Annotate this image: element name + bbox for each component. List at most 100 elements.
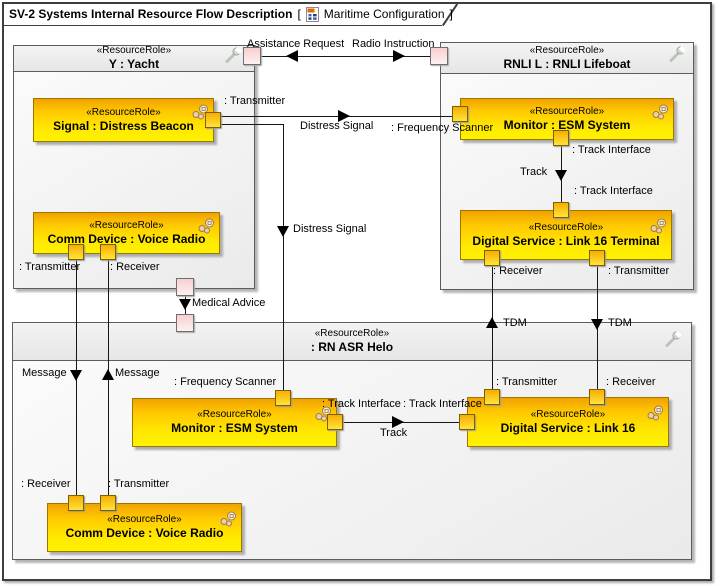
label-message-down[interactable]: Message	[22, 367, 67, 379]
port-yacht-boundary-assistance[interactable]	[243, 47, 261, 65]
title-open-bracket: [	[297, 7, 301, 21]
arrow-medical-advice	[179, 299, 191, 310]
helo-stereotype: «ResourceRole»	[314, 328, 390, 339]
label-port-terminal-track-interface[interactable]: : Track Interface	[574, 185, 653, 197]
label-medical-advice[interactable]: Medical Advice	[192, 297, 266, 309]
diagram-title: SV-2 Systems Internal Resource Flow Desc…	[9, 7, 293, 21]
label-radio-instruction[interactable]: Radio Instruction	[352, 38, 435, 50]
arrow-distress-signal	[338, 110, 350, 122]
port-helo-boundary-medical[interactable]	[176, 314, 194, 332]
label-port-helo-frequency-scanner[interactable]: : Frequency Scanner	[174, 376, 277, 388]
block-name: Signal : Distress Beacon	[53, 118, 194, 133]
block-yacht-voice-radio[interactable]: «ResourceRole» Comm Device : Voice Radio	[33, 212, 220, 254]
arrow-tdm-up	[486, 317, 498, 328]
diagram-context: Maritime Configuration	[323, 7, 445, 21]
connector-distress-signal-lifeboat[interactable]	[221, 116, 452, 117]
label-track-helo[interactable]: Track	[380, 427, 408, 439]
role-icon	[647, 405, 663, 421]
port-helo-esm-frequency-scanner[interactable]	[275, 390, 291, 406]
port-helo-radio-transmitter[interactable]	[100, 495, 116, 511]
block-stereotype: «ResourceRole»	[530, 408, 606, 420]
label-port-yacht-radio-receiver[interactable]: : Receiver	[110, 261, 160, 273]
label-port-lbesm-track-interface[interactable]: : Track Interface	[572, 144, 651, 156]
role-icon	[192, 104, 208, 120]
label-tdm-up[interactable]: TDM	[503, 317, 527, 329]
block-name: Monitor : ESM System	[171, 421, 298, 435]
label-distress-signal[interactable]: Distress Signal	[300, 120, 374, 132]
port-helo-esm-track-interface[interactable]	[327, 414, 343, 430]
diagram-type-icon	[305, 6, 319, 22]
port-terminal-receiver[interactable]	[484, 250, 500, 266]
title-close-bracket: ]	[449, 7, 453, 21]
block-name: Digital Service : Link 16	[500, 420, 636, 435]
arrow-message-up	[102, 369, 114, 380]
port-lifeboat-esm-frequency-scanner[interactable]	[452, 106, 468, 122]
block-stereotype: «ResourceRole»	[86, 106, 161, 118]
arrow-message-down	[70, 370, 82, 381]
label-distress-signal-helo[interactable]: Distress Signal	[293, 223, 367, 235]
block-helo-esm[interactable]: «ResourceRole» Monitor : ESM System	[132, 398, 337, 447]
wrench-icon	[669, 46, 686, 62]
port-terminal-transmitter[interactable]	[589, 250, 605, 266]
port-lifeboat-esm-track-interface[interactable]	[553, 130, 569, 146]
wrench-icon	[225, 47, 242, 63]
connector-assistance-radio[interactable]	[261, 56, 430, 57]
label-message-up[interactable]: Message	[115, 367, 160, 379]
lifeboat-stereotype: «ResourceRole»	[529, 44, 605, 56]
block-name: Monitor : ESM System	[503, 117, 631, 132]
role-icon	[220, 511, 236, 527]
block-distress-beacon[interactable]: «ResourceRole» Signal : Distress Beacon	[33, 98, 214, 142]
block-helo-voice-radio[interactable]: «ResourceRole» Comm Device : Voice Radio	[47, 503, 242, 552]
arrow-track-lifeboat	[555, 170, 567, 181]
arrow-assistance-request	[286, 50, 298, 62]
label-port-yacht-radio-transmitter[interactable]: : Transmitter	[19, 261, 81, 273]
label-port-helo-link16-transmitter[interactable]: : Transmitter	[496, 376, 558, 388]
block-name: Comm Device : Voice Radio	[47, 231, 206, 246]
port-helo-radio-receiver[interactable]	[68, 495, 84, 511]
port-terminal-track-interface[interactable]	[553, 202, 569, 218]
label-port-helo-radio-transmitter[interactable]: : Transmitter	[108, 478, 170, 490]
label-port-terminal-transmitter[interactable]: : Transmitter	[608, 265, 670, 277]
label-port-helo-esm-track-interface[interactable]: : Track Interface	[322, 398, 401, 410]
port-lifeboat-boundary-assistance[interactable]	[430, 47, 448, 65]
arrow-distress-signal-helo	[277, 226, 289, 237]
arrow-track-helo	[392, 416, 404, 428]
label-tdm-down[interactable]: TDM	[608, 317, 632, 329]
port-helo-link16-receiver[interactable]	[589, 389, 605, 405]
arrow-radio-instruction	[393, 50, 405, 62]
port-yacht-boundary-medical[interactable]	[176, 278, 194, 296]
yacht-name: Y : Yacht	[108, 57, 160, 71]
helo-name: : RN ASR Helo	[310, 340, 394, 354]
title-tab-border	[4, 25, 442, 26]
label-port-helo-radio-receiver[interactable]: : Receiver	[21, 478, 71, 490]
wrench-icon	[665, 331, 682, 347]
port-beacon-transmitter[interactable]	[205, 112, 221, 128]
diagram-title-tab[interactable]: SV-2 Systems Internal Resource Flow Desc…	[9, 6, 453, 22]
port-yacht-radio-transmitter[interactable]	[68, 244, 84, 260]
label-assistance-request[interactable]: Assistance Request	[247, 38, 345, 50]
port-helo-link16-transmitter[interactable]	[484, 389, 500, 405]
block-stereotype: «ResourceRole»	[89, 219, 164, 231]
block-helo-link16[interactable]: «ResourceRole» Digital Service : Link 16	[467, 397, 669, 447]
role-icon	[315, 406, 331, 422]
label-port-beacon-transmitter[interactable]: : Transmitter	[224, 95, 286, 107]
connector-distress-branch[interactable]	[221, 124, 284, 125]
block-stereotype: «ResourceRole»	[107, 514, 182, 525]
block-stereotype: «ResourceRole»	[529, 105, 605, 117]
port-yacht-radio-receiver[interactable]	[100, 244, 116, 260]
label-port-helo-link16-track-interface[interactable]: : Track Interface	[403, 398, 482, 410]
connector-distress-signal-helo[interactable]	[283, 124, 284, 390]
label-port-terminal-receiver[interactable]: : Receiver	[493, 265, 543, 277]
block-stereotype: «ResourceRole»	[528, 221, 604, 233]
role-icon	[198, 218, 214, 234]
role-icon	[652, 104, 668, 120]
block-name: Comm Device : Voice Radio	[65, 526, 224, 540]
lifeboat-name: RNLI L : RNLI Lifeboat	[503, 56, 631, 71]
label-track-lifeboat[interactable]: Track	[520, 166, 548, 178]
block-name: Digital Service : Link 16 Terminal	[472, 233, 660, 248]
label-port-lb-frequency-scanner[interactable]: : Frequency Scanner	[391, 122, 494, 134]
block-stereotype: «ResourceRole»	[197, 409, 272, 420]
port-helo-link16-track-interface[interactable]	[459, 414, 475, 430]
label-port-helo-link16-receiver[interactable]: : Receiver	[606, 376, 656, 388]
